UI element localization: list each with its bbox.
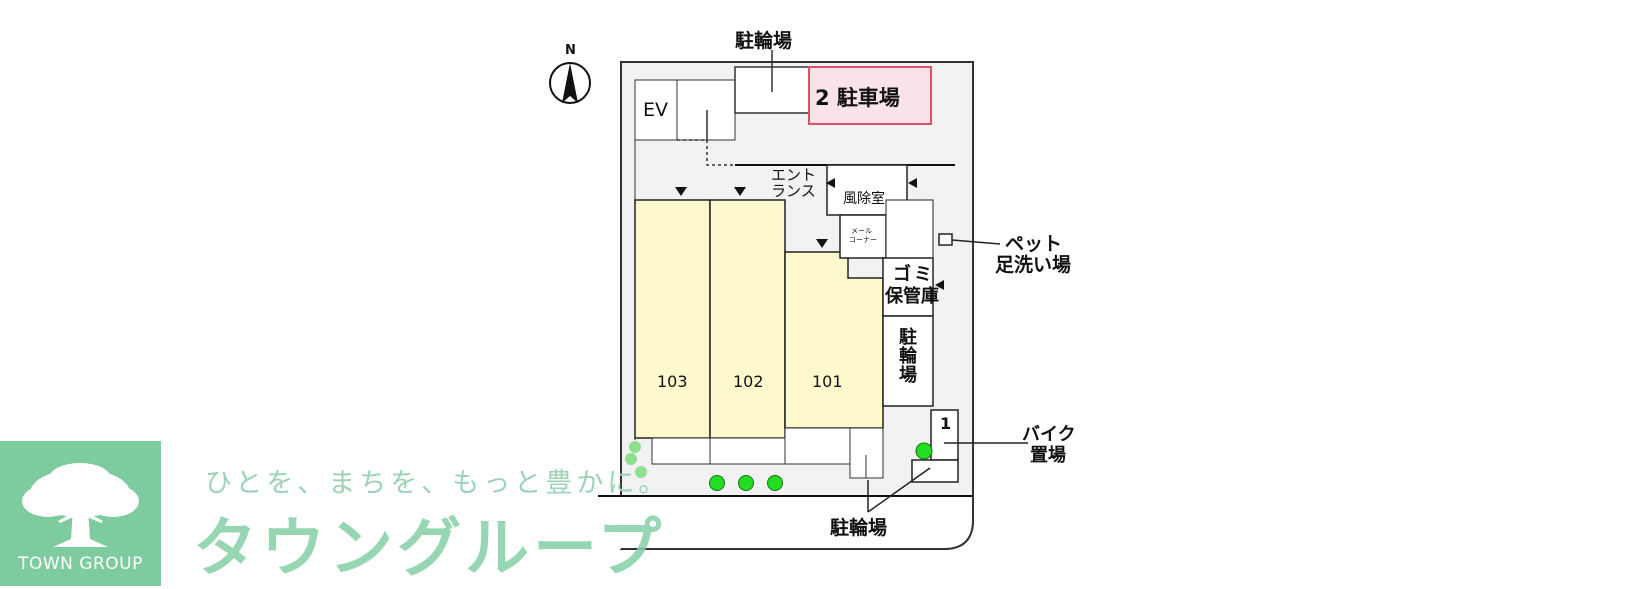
room-102-label: 102 [733,372,764,391]
shrub [709,475,725,491]
shrub [635,466,647,478]
entrance-hall [885,199,934,259]
unit-103 [634,199,711,439]
windbreak-room [826,164,908,216]
garbage-storage [882,257,934,317]
bike-spot-number: 1 [940,414,952,433]
mail-corner-label-1: メール [851,227,872,235]
door-arrow-103 [675,187,687,196]
tagline: ひとを、まちを、もっと豊かに。 [205,468,670,499]
unit-102 [709,199,786,439]
dashed-path [677,110,735,166]
entrance-label-2: ランス [771,182,816,200]
bicycle-parking-right [882,315,934,407]
compass-icon [549,62,591,104]
site-boundary-bottom [621,496,974,550]
tree-icon [22,463,139,547]
room-101-label: 101 [812,372,843,391]
shrub [625,453,637,465]
bicycle-parking-bottom-label: 駐輪場 [830,517,888,539]
pet-foot-wash [938,233,953,246]
bicycle-parking-top-label: 駐輪場 [735,30,793,52]
door-arrows [675,178,944,290]
bike-spot-1-base [911,459,959,483]
pet-pointer [951,239,1001,245]
door-arrow-garbage [935,280,944,290]
elevator [634,79,678,141]
door-arrow-side [908,178,917,188]
porch-102 [709,437,786,465]
shrub [629,441,641,453]
garbage-label-1: ゴミ [893,264,935,285]
pet-foot-wash-label-2: 足洗い場 [995,254,1072,276]
bike-base-pointer [867,467,931,513]
logo-text: TOWN GROUP [18,554,143,574]
door-arrow-entrance [826,178,835,188]
pet-foot-wash-label-1: ペット [1005,233,1063,255]
mail-corner-label-2: コーナー [849,236,877,244]
windbreak-room-label: 風除室 [843,191,885,207]
bike-parking-label-2: 置場 [1030,445,1066,466]
door-arrow-101 [816,239,828,248]
unit-101 [784,251,884,429]
shrub [767,475,783,491]
compass-north-label: N [565,43,576,58]
door-arrow-102 [734,187,746,196]
bike-parking-label-1: バイク [1022,424,1076,445]
road-area [600,496,973,549]
shrub [915,442,933,460]
parking-space [808,66,932,125]
garbage-label-2: 保管庫 [885,286,939,307]
entrance-label-1: エント [771,166,817,184]
parking-label: 2 駐車場 [815,86,900,110]
shrubs [625,441,933,491]
room-103-label: 103 [657,372,688,391]
mail-corner [839,214,887,259]
company-name: タウングループ [193,512,666,586]
shrub [738,475,754,491]
bike-spot-1 [930,409,959,461]
town-group-logo: TOWN GROUP [0,441,161,586]
bicycle-parking-right-label: 駐輪場 [896,327,917,384]
ev-label: EV [643,99,669,121]
porch-103 [651,437,711,465]
porch-101 [784,427,851,465]
